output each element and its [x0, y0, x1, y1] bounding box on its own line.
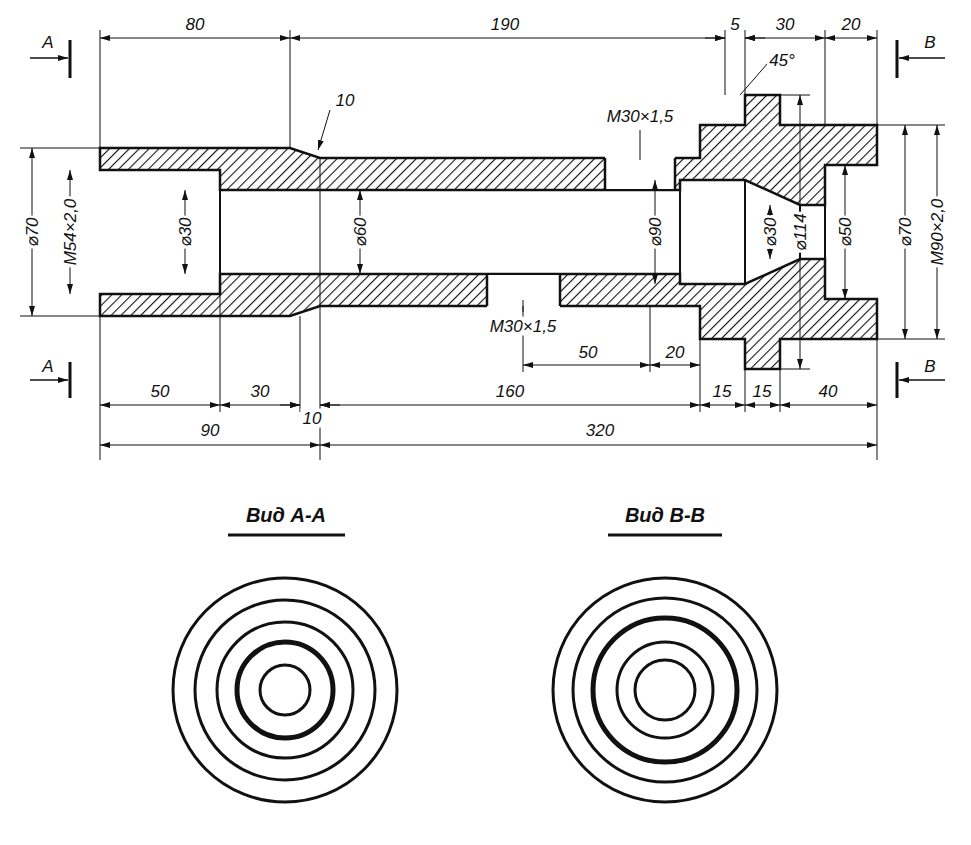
diameter-dimension: ⌀70 [23, 215, 42, 248]
dimension: 80 [184, 15, 207, 34]
section-letter: В [922, 33, 937, 52]
diameter-dimension: ⌀60 [351, 215, 370, 248]
diameter-dimension: ⌀70 [896, 215, 915, 248]
dimension: 10 [334, 91, 357, 110]
diameter-dimension: ⌀90 [646, 215, 665, 248]
thread-callout: М30×1,5 [488, 317, 559, 336]
dimension: 15 [751, 382, 774, 401]
dimension: 320 [584, 421, 616, 440]
dimension: 30 [249, 382, 272, 401]
section-letter: А [40, 357, 55, 376]
thread-dimension: М90×2,0 [928, 197, 947, 268]
thread-callout: М30×1,5 [605, 107, 676, 126]
dimension: 5 [728, 15, 741, 34]
view-title: Вид В-В [623, 504, 707, 526]
diameter-dimension: ⌀50 [836, 215, 855, 248]
view-title: Вид А-А [244, 504, 328, 526]
diameter-dimension: ⌀30 [176, 215, 195, 248]
section-letter: А [40, 33, 55, 52]
dimension: 40 [817, 382, 840, 401]
dimension: 160 [494, 382, 526, 401]
angle-dimension: 45° [767, 51, 797, 70]
section-letter: В [922, 357, 937, 376]
dimension: 190 [489, 15, 521, 34]
dimension: 15 [711, 382, 734, 401]
diameter-dimension: ⌀114 [791, 211, 810, 252]
dimension: 50 [149, 382, 172, 401]
dimension: 20 [840, 15, 863, 34]
dimension: 30 [774, 15, 797, 34]
dimension: 20 [664, 343, 687, 362]
dimension: 90 [199, 421, 222, 440]
diameter-dimension: ⌀30 [761, 215, 780, 248]
thread-dimension: М54×2,0 [61, 197, 80, 268]
dimension: 10 [301, 409, 324, 428]
dimension: 50 [577, 343, 600, 362]
